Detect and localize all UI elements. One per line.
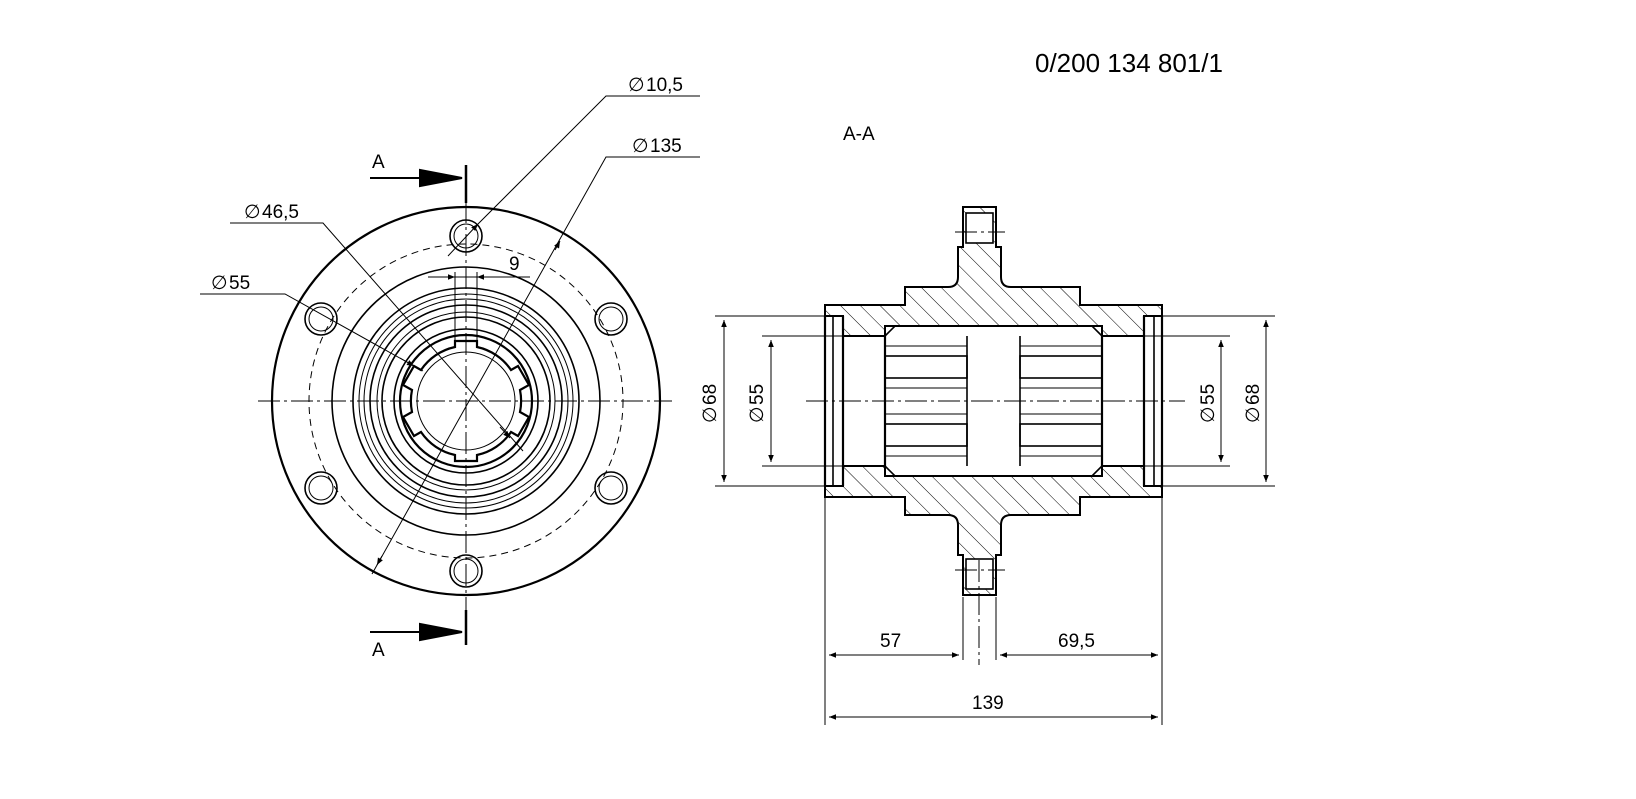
bolt-hole-upper-left [304,302,338,336]
diameter-symbol: ∅ [244,202,261,223]
bolt-hole-lower-right-inner [598,475,624,501]
leader-hole-diameter [477,95,700,225]
diameter-symbol: ∅ [747,406,768,423]
section-arrow-bottom [370,622,463,642]
section-arrow-top [370,168,463,188]
diameter-symbol: ∅ [1198,406,1219,423]
section-title: A-A [843,124,875,145]
right-inner-diameter-label: ∅ 55 [1198,384,1219,423]
bolt-hole-bottom [449,554,483,588]
right-inner-diameter-value: 55 [1198,384,1219,405]
leader-bolt-circle [371,156,700,575]
spline-outer-arrow [399,357,415,367]
bolt-circle-arrow-end [554,240,561,251]
hole-diameter-label: ∅ 10,5 [628,75,683,96]
hole-dim-arrow [447,223,479,257]
bolt-hole-lower-right [594,471,628,505]
leader-spline-inner [230,222,524,452]
diameter-symbol: ∅ [628,75,645,96]
diameter-symbol: ∅ [211,273,228,294]
diameter-symbol: ∅ [632,136,649,157]
spline-outer-diameter-label: ∅ 55 [211,273,250,294]
section-bolt-hole-top [965,212,994,244]
spline-profile [401,339,531,463]
spline-inner-diameter-label: ∅ 46,5 [244,202,299,223]
bolt-hole-upper-right-inner [598,306,624,332]
front-view: A A ∅ 10,5 ∅ 135 ∅ 46,5 ∅ 55 [200,75,700,661]
right-outer-diameter-value: 68 [1243,384,1264,405]
spline-width-value: 9 [509,254,520,275]
total-length-value: 139 [972,693,1004,714]
diameter-symbol: ∅ [1243,406,1264,423]
diameter-symbol: ∅ [700,406,721,423]
left-inner-diameter-label: ∅ 55 [747,384,768,423]
left-outer-diameter-label: ∅ 68 [700,384,721,423]
bolt-hole-lower-left [304,471,338,505]
part-number: 0/200 134 801/1 [1035,48,1223,78]
leader-spline-outer [200,293,424,372]
hole-diameter-value: 10,5 [646,75,683,96]
bolt-hole-upper-right [594,302,628,336]
left-inner-diameter-value: 55 [747,384,768,405]
bolt-circle-diameter-label: ∅ 135 [632,136,682,157]
bolt-hole-lower-left-inner [308,475,334,501]
right-length-value: 69,5 [1058,631,1095,652]
section-marker-top: A [372,152,385,173]
bolt-circle-diameter-value: 135 [650,136,682,157]
right-outer-diameter-label: ∅ 68 [1243,384,1264,423]
spline-inner-arrow [499,426,511,439]
left-outer-diameter-value: 68 [700,384,721,405]
bolt-circle-arrow-start [376,555,383,566]
spline-outer-diameter-value: 55 [229,273,250,294]
bolt-hole-upper-left-inner [308,306,334,332]
section-view: ∅ 68 ∅ 55 ∅ 55 ∅ 68 57 [700,206,1275,725]
spline-inner-diameter-value: 46,5 [262,202,299,223]
section-marker-bottom: A [372,640,385,661]
left-length-value: 57 [880,631,901,652]
